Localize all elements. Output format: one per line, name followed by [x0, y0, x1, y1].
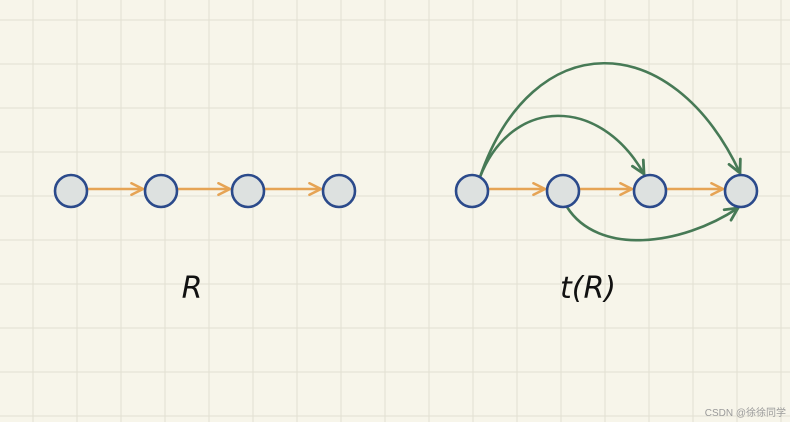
- watermark: CSDN @徐徐同学: [705, 406, 786, 419]
- nodes-tr: [454, 173, 759, 209]
- nodes-r: [53, 173, 357, 209]
- edge-transitive-1-3: [565, 205, 740, 242]
- node-n3: [230, 173, 266, 209]
- label-tr: t(R): [560, 271, 616, 306]
- node-n2: [143, 173, 179, 209]
- edges-tr: [478, 61, 742, 242]
- node-n3: [632, 173, 668, 209]
- edge-transitive-0-3: [478, 61, 742, 179]
- node-n1: [53, 173, 89, 209]
- node-n1: [454, 173, 490, 209]
- node-n2: [545, 173, 581, 209]
- edge-transitive-0-2: [478, 114, 646, 179]
- label-r: R: [182, 271, 203, 306]
- node-n4: [321, 173, 357, 209]
- node-n4: [723, 173, 759, 209]
- diagram-r: R: [53, 173, 357, 306]
- diagram-tr: t(R): [454, 61, 759, 306]
